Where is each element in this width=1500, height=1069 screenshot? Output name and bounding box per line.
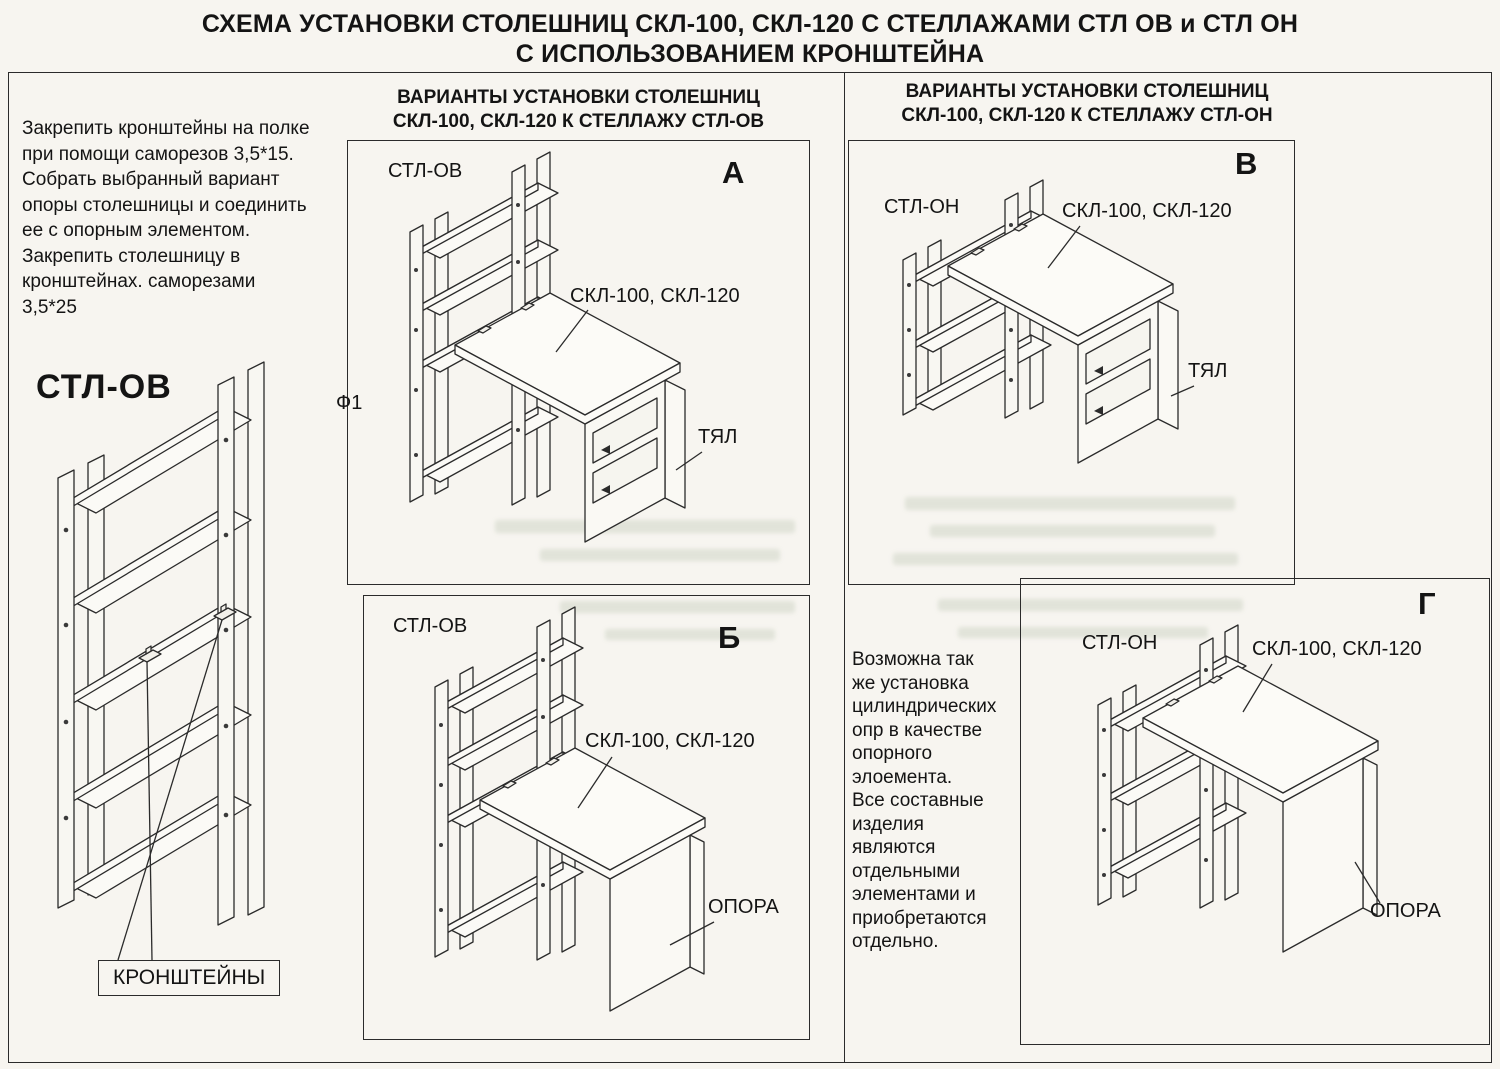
bleedthrough-text (560, 601, 795, 613)
support-panel (609, 834, 705, 1012)
tabletop (454, 292, 681, 425)
brackets-label: КРОНШТЕЙНЫ (98, 960, 281, 996)
stl-ov-title-label: СТЛ-ОВ (36, 368, 172, 406)
variant-a-top-label: СКЛ-100, СКЛ-120 (570, 285, 740, 307)
bleedthrough-text (605, 629, 775, 640)
variant-a-letter: А (722, 155, 745, 190)
variant-b-box (363, 595, 810, 1040)
bracket-icon (138, 603, 237, 663)
variant-v-box (848, 140, 1295, 585)
variant-g-top-label: СКЛ-100, СКЛ-120 (1252, 638, 1422, 660)
variant-v-unit-label: СТЛ-ОН (884, 196, 960, 218)
variant-b-letter: Б (718, 620, 741, 655)
tabletop (1142, 665, 1379, 803)
leader-lines (1047, 225, 1195, 397)
bleedthrough-text (905, 497, 1235, 510)
cylindrical-supports-note: Возможна так же установка цилиндрических… (852, 649, 997, 952)
column-divider (844, 72, 845, 1063)
variant-v-top-label: СКЛ-100, СКЛ-120 (1062, 200, 1232, 222)
hinge-icon (502, 757, 560, 789)
variant-a-box (347, 140, 810, 585)
leader-lines (577, 756, 715, 946)
variant-a-drawing (409, 151, 703, 543)
variant-v-letter: В (1235, 146, 1258, 181)
variant-v-drawing (902, 179, 1195, 464)
bleedthrough-text (958, 627, 1208, 638)
assembly-instructions: Закрепить кронштейны на полке при помощи… (22, 118, 310, 318)
bracket-pointer-lines (117, 619, 223, 961)
variant-g-support-label: ОПОРА (1370, 900, 1441, 922)
variant-b-unit-label: СТЛ-ОВ (393, 615, 468, 637)
stl-ov-shelf-drawing (57, 361, 265, 961)
drawer-cabinet (584, 379, 686, 543)
main-border (8, 72, 1492, 1063)
support-panel (1282, 757, 1378, 953)
page-title-line2: С ИСПОЛЬЗОВАНИЕМ КРОНШТЕЙНА (515, 40, 985, 68)
leader-lines (1242, 663, 1381, 904)
hinge-icon (1165, 675, 1223, 707)
leader-lines (555, 309, 703, 471)
variant-a-unit-label: СТЛ-ОВ (388, 160, 463, 182)
right-column-header: ВАРИАНТЫ УСТАНОВКИ СТОЛЕШНИЦ СКЛ-100, СК… (901, 81, 1273, 126)
bleedthrough-text (540, 549, 780, 561)
variant-v-support-label: ТЯЛ (1188, 360, 1228, 382)
variant-b-support-label: ОПОРА (708, 896, 779, 918)
variant-g-unit-label: СТЛ-ОН (1082, 632, 1158, 654)
bleedthrough-text (930, 525, 1215, 537)
variant-b-top-label: СКЛ-100, СКЛ-120 (585, 730, 755, 752)
variant-g-box (1020, 578, 1490, 1045)
middle-column-header: ВАРИАНТЫ УСТАНОВКИ СТОЛЕШНИЦ СКЛ-100, СК… (392, 87, 765, 132)
hinge-icon (477, 302, 535, 334)
hinge-icon (970, 223, 1028, 256)
bleedthrough-text (938, 599, 1243, 611)
figure-ref-label: Ф1 (336, 392, 363, 414)
variant-b-drawing (434, 606, 715, 1012)
variant-g-drawing (1097, 624, 1381, 953)
bleedthrough-text (893, 553, 1238, 565)
screw-holes (63, 437, 229, 821)
tabletop (479, 747, 706, 880)
tabletop (947, 213, 1174, 346)
variant-g-letter: Г (1418, 586, 1436, 621)
page-title-line1: СХЕМА УСТАНОВКИ СТОЛЕШНИЦ СКЛ-100, СКЛ-1… (201, 10, 1299, 38)
variant-a-support-label: ТЯЛ (698, 426, 738, 448)
drawer-cabinet (1077, 300, 1179, 464)
bleedthrough-text (495, 520, 795, 533)
